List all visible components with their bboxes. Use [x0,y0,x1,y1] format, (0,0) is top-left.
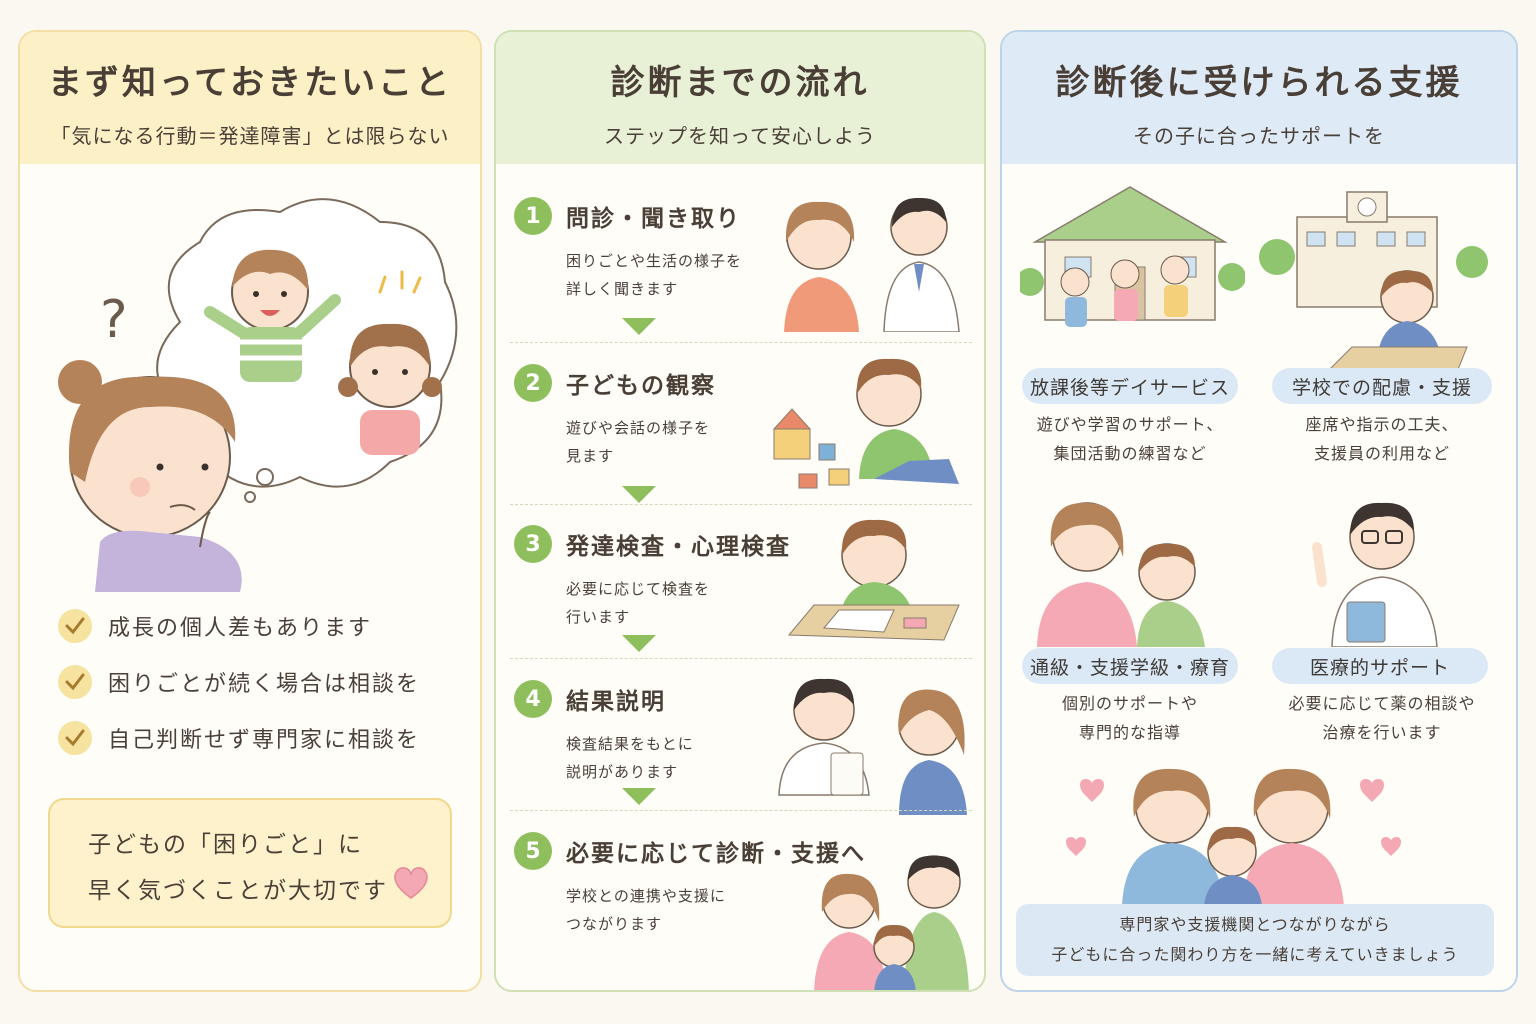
support-label-special-class: 通級・支援学級・療育 [1022,648,1238,684]
flow-step-1: 1 問診・聞き取り 困りごとや生活の様子を 詳しく聞きます [514,197,970,347]
step-desc-line: 必要に応じて検査を [566,580,711,598]
check-item: 困りごとが続く場合は相談を [58,654,420,710]
medical-illustration [1312,502,1438,647]
support-desc-line: 治療を行います [1322,723,1442,742]
support-desc: 必要に応じて薬の相談や 治療を行います [1264,689,1500,747]
step-number: 1 [514,197,552,235]
check-label: 困りごとが続く場合は相談を [108,672,421,697]
check-label: 自己判断せず専門家に相談を [108,728,421,753]
check-icon [58,665,92,699]
step-number: 2 [514,364,552,402]
support-label-medical: 医療的サポート [1272,648,1488,684]
support-label-day-service: 放課後等デイサービス [1022,368,1238,404]
support-desc-line: 個別のサポートや [1061,694,1198,713]
panel-header: 診断後に受けられる支援 その子に合ったサポートを [1002,32,1516,164]
down-arrow-icon [622,318,656,335]
panel-title: 診断までの流れ [610,63,870,103]
step-desc-line: つながります [566,915,663,933]
flow-step-5: 5 必要に応じて診断・支援へ 学校との連携や支援に つながります [514,832,970,990]
thinking-mother-illustration: ? [58,198,458,592]
support-desc: 遊びや学習のサポート、 集団活動の練習など [1016,410,1244,468]
testing-illustration [787,519,960,641]
flow-step-3: 3 発達検査・心理検査 必要に応じて検査を 行います [514,519,970,675]
support-desc: 個別のサポートや 専門的な指導 [1016,689,1244,747]
family-hearts-illustration [1066,768,1401,907]
step-desc: 学校との連携や支援に つながります [566,882,766,938]
panel-subtitle: ステップを知って安心しよう [604,124,876,148]
checklist: 成長の個人差もあります 困りごとが続く場合は相談を 自己判断せず専門家に相談を [58,598,420,766]
step-divider [510,658,972,659]
explanation-illustration [778,678,967,815]
check-label: 成長の個人差もあります [108,616,373,641]
panel-header: 診断までの流れ ステップを知って安心しよう [496,32,984,164]
step-number: 3 [514,525,552,563]
special-class-illustration [1037,502,1205,647]
step-divider [510,810,972,811]
check-icon [58,721,92,755]
heart-icon [394,867,428,899]
flow-step-4: 4 結果説明 検査結果をもとに 説明があります [514,678,970,830]
support-desc-line: 専門的な指導 [1078,723,1181,742]
support-desc-line: 支援員の利用など [1313,444,1450,463]
step-desc-line: 見ます [566,447,615,465]
panel-header: まず知っておきたいこと 「気になる行動＝発達障害」とは限らない [20,32,480,164]
question-mark-icon: ? [100,290,128,350]
down-arrow-icon [622,486,656,503]
support-desc-line: 集団活動の練習など [1053,444,1207,463]
step-desc: 検査結果をもとに 説明があります [566,730,766,786]
closing-line-1: 専門家や支援機関とつながりながら [1119,915,1391,934]
step-desc-line: 検査結果をもとに [566,735,694,753]
down-arrow-icon [622,788,656,805]
day-service-illustration [1020,186,1245,327]
step-number: 5 [514,832,552,870]
step-divider [510,504,972,505]
step-title: 必要に応じて診断・支援へ [566,841,866,867]
important-note: 子どもの「困りごと」に 早く気づくことが大切です [48,798,452,928]
support-label-school: 学校での配慮・支援 [1272,368,1492,404]
step-title: 子どもの観察 [566,373,716,399]
support-desc-line: 座席や指示の工夫、 [1305,415,1459,434]
flow-step-2: 2 子どもの観察 遊びや会話の様子を 見ます [514,358,970,514]
panel-title: 診断後に受けられる支援 [1055,63,1463,103]
panel-first-knowledge: まず知っておきたいこと 「気になる行動＝発達障害」とは限らない ? [18,30,482,992]
panel-subtitle: その子に合ったサポートを [1133,124,1385,148]
panel-title: まず知っておきたいこと [47,63,453,103]
step-desc: 困りごとや生活の様子を 詳しく聞きます [566,247,766,303]
panel-subtitle: 「気になる行動＝発達障害」とは限らない [50,124,450,148]
support-desc: 座席や指示の工夫、 支援員の利用など [1264,410,1500,468]
support-desc-line: 遊びや学習のサポート、 [1036,415,1224,434]
family-illustration [814,855,969,990]
support-desc-line: 必要に応じて薬の相談や [1288,694,1476,713]
step-desc: 遊びや会話の様子を 見ます [566,414,766,470]
check-item: 成長の個人差もあります [58,598,420,654]
step-divider [510,342,972,343]
step-desc-line: 行います [566,608,631,626]
interview-illustration [784,197,960,332]
step-title: 発達検査・心理検査 [566,534,791,560]
step-desc-line: 詳しく聞きます [566,280,679,298]
step-desc-line: 学校との連携や支援に [566,887,726,905]
school-illustration [1259,191,1488,372]
panel-diagnosis-flow: 診断までの流れ ステップを知って安心しよう 1 問診・聞き取り 困りごとや生活の… [494,30,986,992]
check-item: 自己判断せず専門家に相談を [58,710,420,766]
step-number: 4 [514,680,552,718]
panel-support-after-diagnosis: 診断後に受けられる支援 その子に合ったサポートを 放課後等デイサービス [1000,30,1518,992]
step-title: 問診・聞き取り [566,206,741,232]
check-icon [58,609,92,643]
step-desc: 必要に応じて検査を 行います [566,575,766,631]
observation-illustration [772,358,959,489]
closing-message: 専門家や支援機関とつながりながら 子どもに合った関わり方を一緒に考えていきましょ… [1016,904,1494,976]
step-desc-line: 遊びや会話の様子を [566,419,711,437]
down-arrow-icon [622,635,656,652]
step-desc-line: 説明があります [566,763,679,781]
note-line-1: 子どもの「困りごと」に [88,832,363,858]
step-title: 結果説明 [566,689,666,715]
step-desc-line: 困りごとや生活の様子を [566,252,743,270]
closing-line-2: 子どもに合った関わり方を一緒に考えていきましょう [1051,945,1459,964]
note-line-2: 早く気づくことが大切です [88,878,388,904]
